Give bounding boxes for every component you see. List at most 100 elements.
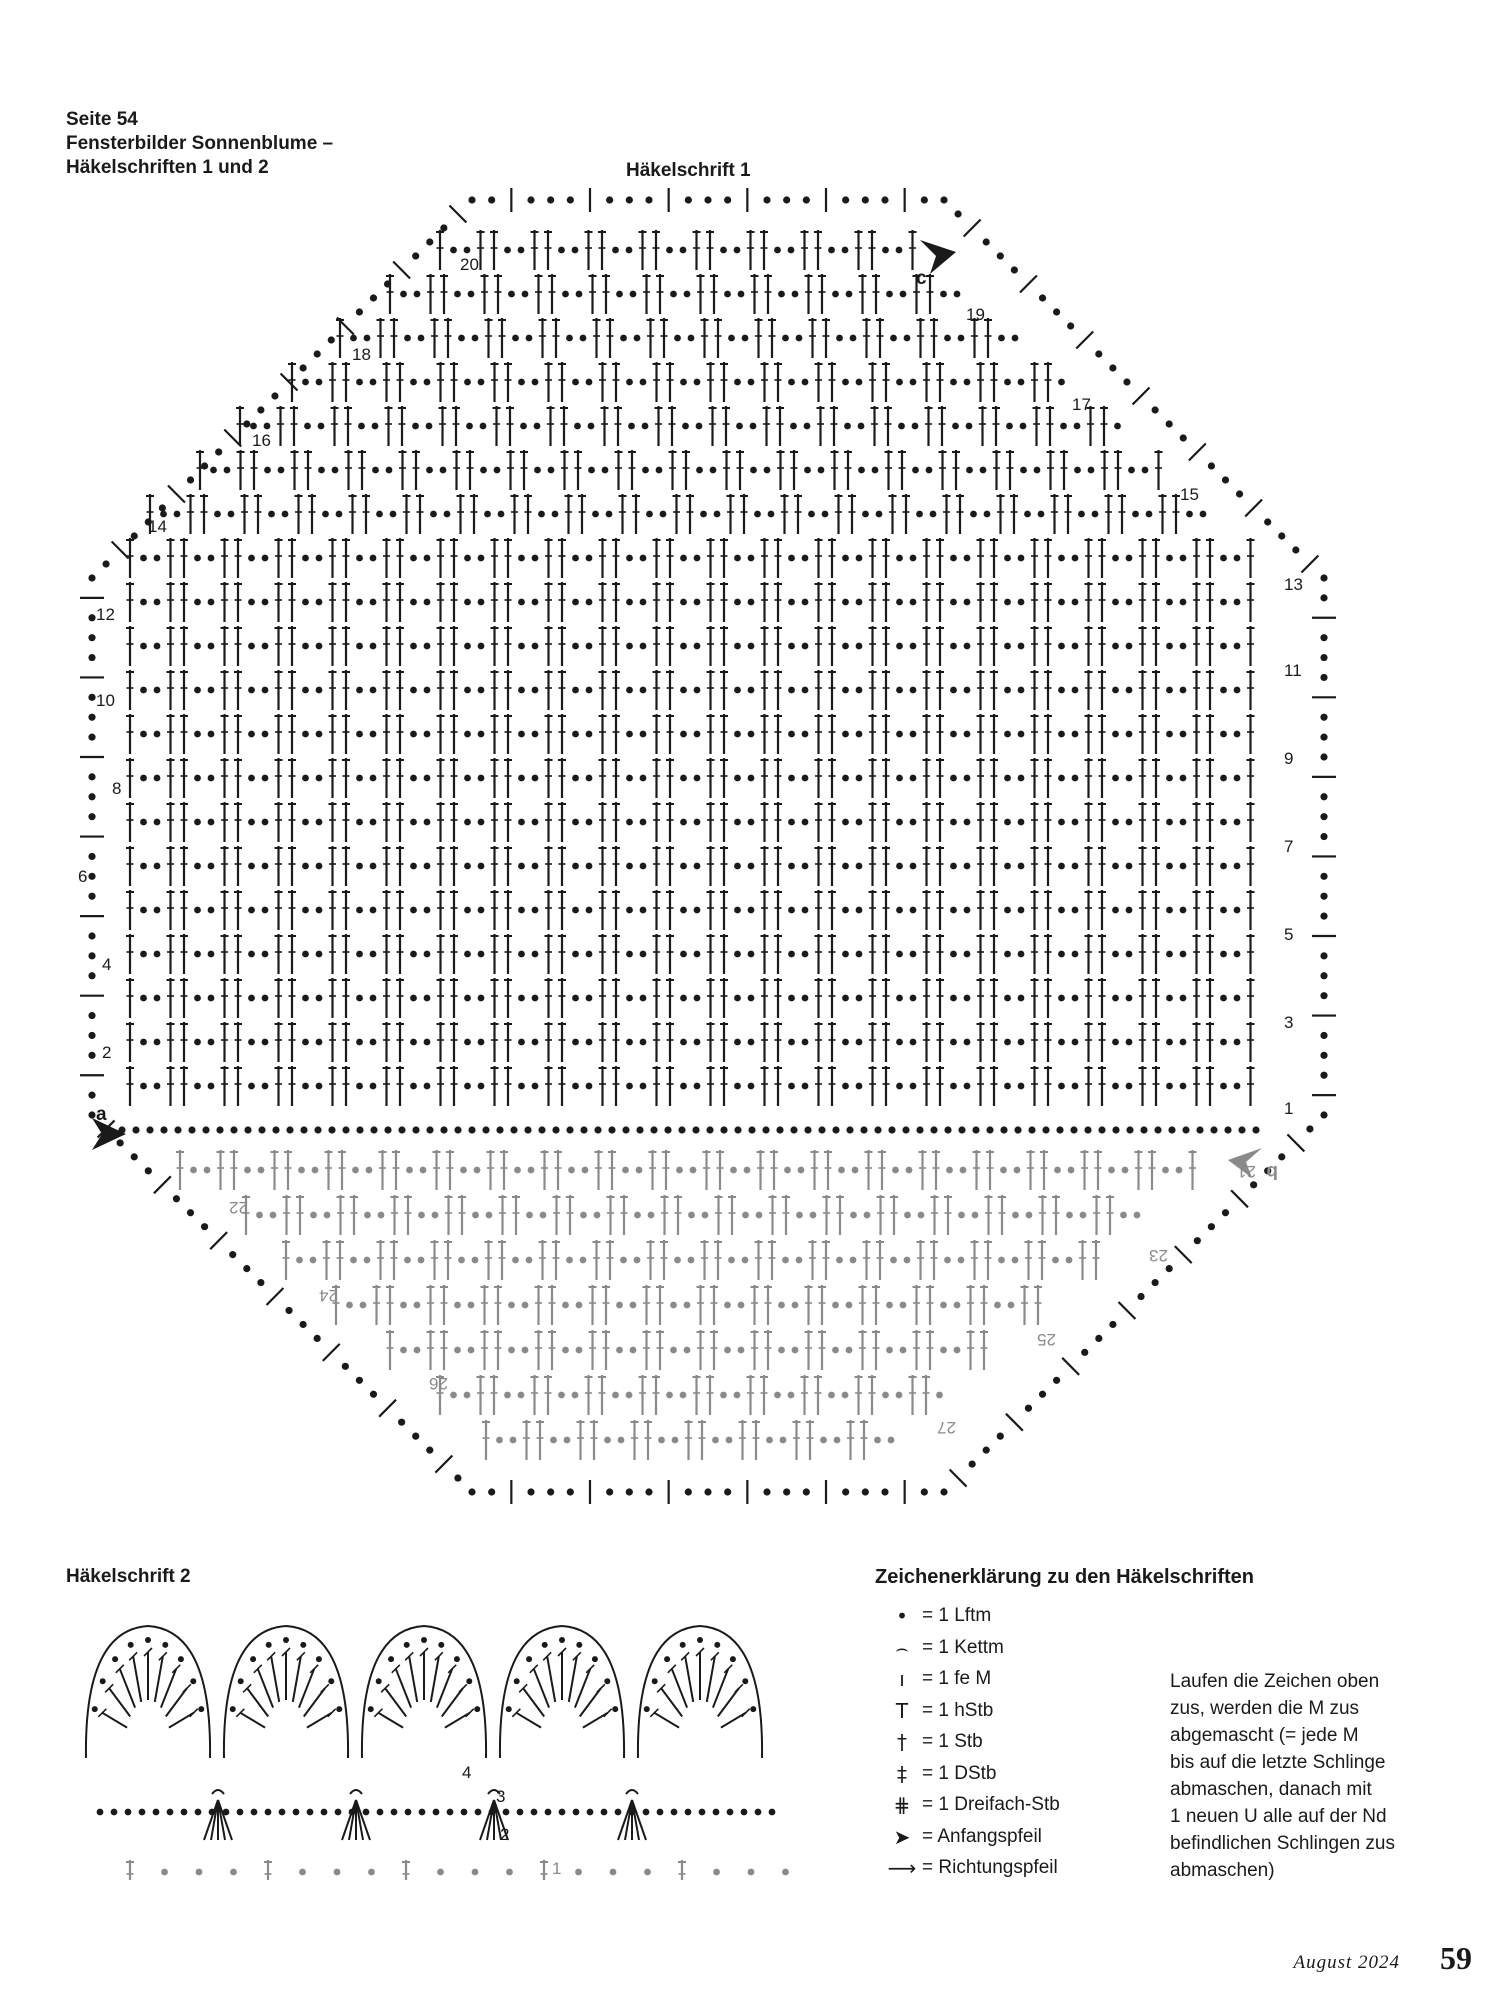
chain-dot bbox=[734, 1126, 742, 1134]
chain-dot bbox=[248, 686, 255, 694]
triple-crochet-bar bbox=[557, 1647, 567, 1657]
chain-dot bbox=[1004, 994, 1011, 1002]
chain-dot bbox=[527, 1488, 535, 1496]
chain-dot bbox=[369, 994, 377, 1002]
chain-dot bbox=[801, 378, 809, 386]
chain-dot bbox=[1078, 510, 1085, 518]
chain-dot bbox=[572, 950, 579, 958]
chain-dot bbox=[616, 290, 623, 298]
border-sc bbox=[1075, 330, 1094, 350]
chain-dot bbox=[1071, 730, 1079, 738]
chain-dot bbox=[1125, 642, 1133, 650]
note-line: abgemascht (= jede M bbox=[1170, 1725, 1359, 1746]
chain-dot bbox=[302, 906, 309, 914]
triple-crochet bbox=[670, 1668, 688, 1709]
chain-dot bbox=[327, 336, 335, 344]
chain-dot bbox=[594, 1126, 602, 1134]
chain-dot bbox=[804, 1126, 812, 1134]
chain-dot bbox=[1220, 774, 1227, 782]
chain-dot bbox=[855, 554, 863, 562]
chain-dot bbox=[518, 730, 525, 738]
chain-dot bbox=[580, 1211, 587, 1219]
chain-dot bbox=[88, 653, 96, 662]
chain-dot bbox=[749, 422, 757, 430]
chain-dot bbox=[1012, 1211, 1019, 1219]
chain-dot bbox=[311, 1166, 319, 1174]
chain-dot bbox=[842, 554, 849, 562]
chain-dot bbox=[412, 422, 419, 430]
fan-stitch bbox=[203, 1799, 219, 1841]
chain-dot bbox=[767, 510, 775, 518]
chain-dot bbox=[886, 1346, 893, 1354]
chain-dot bbox=[88, 614, 96, 622]
chain-dot bbox=[832, 1346, 839, 1354]
legend-title: Zeichenerklärung zu den Häkelschriften bbox=[875, 1566, 1254, 1588]
chain-dot bbox=[801, 862, 809, 870]
chain-dot bbox=[1017, 1082, 1025, 1090]
chain-dot bbox=[896, 994, 903, 1002]
chain-dot bbox=[693, 642, 701, 650]
chain-dot bbox=[706, 1126, 714, 1134]
chain-dot bbox=[264, 1808, 272, 1816]
chain-dot bbox=[518, 950, 525, 958]
chain-dot bbox=[950, 774, 957, 782]
border-sc bbox=[1005, 1412, 1024, 1432]
chain-dot bbox=[1125, 554, 1133, 562]
chain-dot bbox=[633, 334, 641, 342]
chain-dot bbox=[616, 1301, 623, 1309]
chain-dot bbox=[887, 1436, 895, 1444]
chain-dot bbox=[1058, 554, 1065, 562]
border-sc bbox=[209, 1231, 228, 1250]
chain-dot bbox=[896, 1038, 903, 1046]
chain-dot bbox=[788, 686, 795, 694]
chain-dot bbox=[1126, 1126, 1134, 1134]
chain-dot bbox=[1017, 686, 1025, 694]
chain-dot bbox=[958, 1211, 965, 1219]
chain-dot bbox=[334, 1808, 342, 1816]
chain-dot bbox=[763, 196, 771, 204]
chain-dot bbox=[488, 1488, 496, 1496]
triple-crochet-bar bbox=[235, 1708, 245, 1718]
chain-dot bbox=[423, 1038, 431, 1046]
fan-stitch bbox=[341, 1799, 357, 1841]
chain-dot bbox=[248, 730, 255, 738]
chain-dot bbox=[963, 774, 971, 782]
chain-dot bbox=[472, 1211, 479, 1219]
chain-dot bbox=[966, 466, 973, 474]
triple-crochet-bar bbox=[309, 1664, 319, 1674]
chain-dot bbox=[714, 1641, 721, 1648]
chain-dot bbox=[464, 378, 471, 386]
chain-dot bbox=[737, 1346, 745, 1354]
chain-dot bbox=[1207, 462, 1216, 470]
chain-dot bbox=[1071, 1082, 1079, 1090]
chain-dot bbox=[788, 378, 795, 386]
chain-dot bbox=[802, 196, 810, 204]
chain-dot bbox=[484, 510, 491, 518]
chain-dot bbox=[502, 1808, 510, 1816]
chain-dot bbox=[562, 1346, 569, 1354]
chain-dot bbox=[1024, 1404, 1033, 1412]
chain-dot bbox=[463, 246, 471, 254]
chain-dot bbox=[488, 196, 496, 204]
chart2-title: Häkelschrift 2 bbox=[66, 1566, 191, 1587]
chain-dot bbox=[203, 1166, 211, 1174]
border-sc bbox=[223, 428, 242, 448]
chain-dot bbox=[855, 642, 863, 650]
chain-dot bbox=[454, 1346, 461, 1354]
chain-dot bbox=[356, 774, 363, 782]
chain-dot bbox=[302, 818, 309, 826]
chain-dot bbox=[712, 1436, 719, 1444]
header-subtitle: Häkelschriften 1 und 2 bbox=[66, 157, 269, 178]
chain-dot bbox=[626, 994, 633, 1002]
triple-crochet-bar bbox=[296, 1651, 306, 1661]
chain-dot bbox=[437, 1868, 444, 1876]
chain-dot bbox=[1112, 1038, 1119, 1046]
chain-dot bbox=[581, 1166, 589, 1174]
chain-dot bbox=[680, 818, 687, 826]
chain-dot bbox=[801, 774, 809, 782]
triple-crochet bbox=[712, 1668, 730, 1709]
chain-dot bbox=[664, 1656, 671, 1663]
chain-dot bbox=[734, 730, 741, 738]
chain-dot bbox=[261, 818, 269, 826]
legend-row: ➤= Anfangspfeil bbox=[882, 1821, 1042, 1853]
